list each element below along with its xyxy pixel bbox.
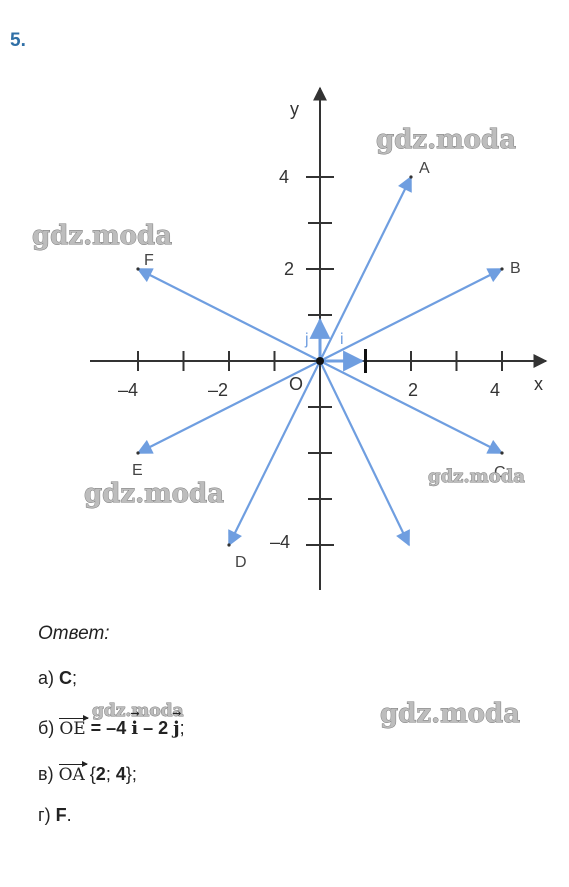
unit-vector-j-label: j [304, 331, 309, 348]
point-f [136, 267, 140, 271]
vector-b [319, 268, 504, 362]
answer-b-prefix: б) [38, 718, 60, 738]
problem-number: 5. [10, 30, 26, 51]
vector-c [319, 360, 504, 454]
vector-d [228, 360, 321, 547]
answer-d: г) F. [38, 805, 72, 826]
x-tick-label-2: 2 [408, 380, 418, 400]
vector-a [319, 175, 412, 362]
axis-ticks [137, 176, 503, 546]
answer-c-x: 2 [95, 764, 106, 784]
answer-d-value: F [55, 805, 67, 825]
point-label-a: A [419, 160, 430, 177]
origin-label: O [289, 374, 303, 394]
point-e [136, 451, 140, 455]
x-tick-label-neg2: –2 [208, 380, 228, 400]
answer-title: Ответ: [38, 623, 110, 644]
x-axis-label: x [534, 374, 543, 394]
vector-unlabeled [319, 360, 410, 547]
answer-b: б) OE = –4 i – 2 j; [38, 707, 185, 739]
point-labels: A B C D E F [132, 160, 521, 571]
answer-d-suffix: . [66, 805, 72, 825]
watermark-logo: gdz.moda [376, 125, 516, 155]
watermark-logo: gdz.moda [32, 221, 172, 251]
watermark-logo: gdz.moda [84, 479, 224, 509]
unit-j-symbol: j [172, 707, 181, 739]
answer-a: а) C; [38, 668, 77, 689]
point-label-c: C [494, 464, 506, 481]
x-tick-label-neg4: –4 [118, 380, 138, 400]
point-label-d: D [235, 554, 247, 571]
answer-a-prefix: а) [38, 668, 60, 688]
watermark-logo: gdz.moda [380, 699, 520, 729]
answer-b-suffix: ; [179, 718, 185, 738]
answer-c: в) OA {2; 4}; [38, 761, 137, 785]
point-d [227, 543, 231, 547]
vector-e [136, 360, 321, 454]
vector-f [136, 268, 321, 362]
vector-oa: OA [58, 761, 89, 785]
point-label-e: E [132, 462, 143, 479]
origin-point [316, 357, 324, 365]
unit-i-symbol: i [130, 707, 139, 739]
point-label-b: B [510, 260, 521, 277]
watermark-logo: gdz.moda [428, 466, 525, 487]
y-axis-label: y [290, 99, 299, 119]
point-c [500, 451, 504, 455]
y-tick-label-neg4: –4 [270, 532, 290, 552]
answer-b-eq: = –4 [85, 718, 132, 738]
point-a [409, 175, 413, 179]
answer-b-mid: – 2 [138, 718, 174, 738]
axes [90, 86, 548, 590]
answer-c-close: }; [125, 764, 137, 784]
answer-c-y: 4 [115, 764, 126, 784]
answer-c-prefix: в) [38, 764, 59, 784]
answer-d-prefix: г) [38, 805, 56, 825]
vector-oe: OE [59, 715, 90, 739]
y-tick-label-4: 4 [279, 167, 289, 187]
answer-a-value: C [59, 668, 73, 688]
x-tick-label-4: 4 [490, 380, 500, 400]
answer-c-open: { [84, 764, 96, 784]
point-b [500, 267, 504, 271]
unit-vector-i-label: i [340, 331, 344, 348]
vectors [136, 175, 504, 547]
answer-c-sep: ; [105, 764, 116, 784]
answer-a-suffix: ; [72, 668, 78, 688]
y-tick-label-2: 2 [284, 259, 294, 279]
point-label-f: F [144, 252, 154, 269]
